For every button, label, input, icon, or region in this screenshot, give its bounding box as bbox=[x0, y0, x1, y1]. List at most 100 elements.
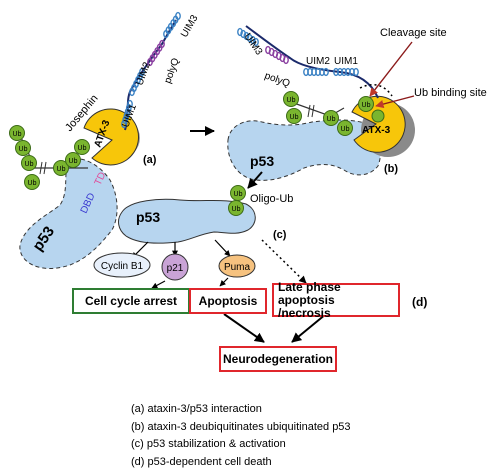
cell-cycle-arrest-box: Cell cycle arrest bbox=[72, 288, 190, 314]
panel-c-label: (c) bbox=[273, 229, 287, 241]
uim-coil-turn bbox=[283, 55, 289, 65]
arrow-puma-to-apoptosis bbox=[219, 277, 229, 287]
td-label: TD bbox=[93, 171, 109, 188]
atx3-label-b: ATX-3 bbox=[362, 125, 391, 136]
svg-text:Ub: Ub bbox=[78, 145, 87, 152]
legend-item-d: (d) p53-dependent cell death bbox=[131, 455, 272, 468]
ub-b-3: Ub bbox=[323, 110, 339, 126]
svg-text:Ub: Ub bbox=[232, 206, 241, 213]
arrow-b-to-c bbox=[247, 171, 263, 189]
ub-a-4: Ub bbox=[24, 174, 40, 190]
svg-text:Ub: Ub bbox=[327, 116, 336, 123]
ub-a-7: Ub bbox=[74, 139, 90, 155]
cyclin-b1-label: Cyclin B1 bbox=[101, 261, 144, 272]
svg-text:Ub: Ub bbox=[19, 146, 28, 153]
neurodegeneration-box: Neurodegeneration bbox=[219, 346, 337, 372]
ub-a-1: Ub bbox=[9, 125, 25, 141]
uim1-label-b: UIM1 bbox=[334, 56, 358, 67]
ub-a-2: Ub bbox=[15, 140, 31, 156]
ub-b-4: Ub bbox=[337, 120, 353, 136]
ub-b-1: Ub bbox=[283, 91, 299, 107]
ub-chain-break-a bbox=[39, 161, 47, 175]
polyq-label-a: polyQ bbox=[162, 57, 181, 86]
p53-label-b: p53 bbox=[250, 153, 274, 169]
uim-coil-turn bbox=[353, 67, 359, 77]
uim-coil-turn bbox=[125, 103, 132, 113]
svg-text:Ub: Ub bbox=[57, 166, 66, 173]
svg-text:Ub: Ub bbox=[362, 102, 371, 109]
uim-coil-turn bbox=[121, 119, 127, 129]
arrow-to-puma bbox=[214, 239, 231, 257]
svg-text:Ub: Ub bbox=[28, 180, 37, 187]
late-phase-box: Late phase apoptosis /necrosis bbox=[272, 279, 400, 320]
uim-coil-turn bbox=[240, 29, 247, 39]
puma-label: Puma bbox=[224, 262, 251, 273]
ub-c-1: Ub bbox=[228, 200, 244, 216]
uim-coil-turn bbox=[243, 31, 250, 41]
uim-coil-turn bbox=[249, 35, 256, 45]
p53-shape-c bbox=[118, 198, 256, 244]
ub-b-bound: Ub bbox=[358, 96, 374, 112]
svg-text:Ub: Ub bbox=[290, 114, 299, 121]
uim2-label-a: UIM2 bbox=[134, 60, 153, 87]
ub-binding-site-label: Ub binding site bbox=[414, 87, 487, 99]
uim-coil-turn bbox=[159, 39, 165, 49]
ub-b-2: Ub bbox=[286, 108, 302, 124]
panel-a-label: (a) bbox=[143, 154, 157, 166]
cell-cycle-arrest-label: Cell cycle arrest bbox=[84, 293, 178, 308]
arrow-apoptosis-to-neuro bbox=[223, 313, 265, 343]
panel-c: p53 Ub Ub Oligo-Ub (c) Cyclin B1 p21 Pum… bbox=[93, 185, 307, 289]
cleavage-site-label: Cleavage site bbox=[380, 27, 447, 39]
uim-coil-b bbox=[237, 27, 359, 77]
uim-coil-turn bbox=[123, 111, 130, 121]
ub-a-3: Ub bbox=[21, 155, 37, 171]
panel-b: p53 Ub Ub Ub Ub ATX-3 Ub UIM3 polyQ UIM2… bbox=[227, 25, 487, 181]
uim3-label-b: UIM3 bbox=[242, 31, 265, 57]
polyq-label-b: polyQ bbox=[263, 70, 292, 89]
p53-shape-b bbox=[227, 119, 382, 181]
uim-coil-turn bbox=[246, 33, 253, 43]
uim3-label-a: UIM3 bbox=[179, 13, 201, 40]
ub-binding-arrow bbox=[375, 95, 415, 109]
late-phase-label: Late phase apoptosis /necrosis bbox=[278, 279, 341, 320]
panel-b-label: (b) bbox=[384, 163, 398, 175]
uim-coil-turn bbox=[122, 115, 129, 125]
svg-text:Ub: Ub bbox=[287, 97, 296, 104]
oligo-ub-label: Oligo-Ub bbox=[250, 193, 293, 205]
svg-text:Ub: Ub bbox=[234, 191, 243, 198]
svg-text:Ub: Ub bbox=[25, 161, 34, 168]
ub-a-6: Ub bbox=[65, 152, 81, 168]
legend-item-c: (c) p53 stabilization & activation bbox=[131, 438, 286, 450]
uim-coil-turn bbox=[175, 11, 181, 21]
cyclin-b1-node bbox=[93, 252, 151, 278]
dotted-arrow-late bbox=[261, 239, 307, 284]
ub-a-5: Ub bbox=[53, 160, 69, 176]
legend-item-b: (b) ataxin-3 deubiquitinates ubiquitinat… bbox=[131, 420, 351, 433]
ub-chain-break-b bbox=[307, 104, 315, 118]
figure-legend: (a) ataxin-3/p53 interaction (b) ataxin-… bbox=[131, 401, 351, 471]
ub-c-2: Ub bbox=[230, 185, 246, 201]
p21-label: p21 bbox=[167, 263, 184, 274]
p53-shape-a bbox=[19, 158, 118, 269]
uim-coil-turn bbox=[124, 107, 131, 117]
legend-item-a: (a) ataxin-3/p53 interaction bbox=[131, 403, 262, 415]
uim2-label-b: UIM2 bbox=[306, 56, 330, 67]
ub-b-bound-2 bbox=[371, 109, 385, 123]
cleavage-arrow bbox=[369, 41, 413, 97]
apoptosis-label: Apoptosis bbox=[198, 293, 258, 308]
neurodegeneration-label: Neurodegeneration bbox=[222, 351, 333, 366]
p53-label-c: p53 bbox=[136, 209, 160, 225]
uim-coil-a bbox=[121, 11, 181, 129]
panel-d-label: (d) bbox=[412, 295, 427, 309]
uim-coil-turn bbox=[127, 99, 133, 109]
apoptosis-box: Apoptosis bbox=[189, 288, 267, 314]
puma-node bbox=[218, 254, 256, 278]
p21-node bbox=[161, 253, 189, 281]
uim-coil-turn bbox=[323, 67, 329, 77]
svg-text:Ub: Ub bbox=[13, 131, 22, 138]
uim-coil-turn bbox=[139, 67, 145, 77]
uim-coil-turn bbox=[253, 37, 259, 47]
uim-tail-b bbox=[245, 25, 379, 99]
svg-text:Ub: Ub bbox=[69, 158, 78, 165]
